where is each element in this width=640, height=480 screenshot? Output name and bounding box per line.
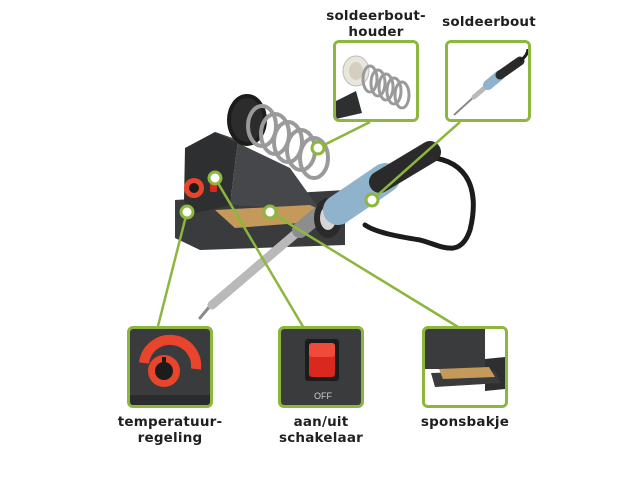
switch-detail-image: OFF xyxy=(281,329,361,405)
iron-holder xyxy=(227,94,330,180)
sponge-detail-image xyxy=(425,329,505,405)
callout-lines xyxy=(155,120,464,332)
label-iron: soldeerbout xyxy=(442,14,536,30)
label-holder: soldeerbout- houder xyxy=(326,8,426,40)
temperature-detail-panel xyxy=(127,326,213,408)
sponge-detail-panel xyxy=(422,326,508,408)
svg-text:OFF: OFF xyxy=(314,391,332,401)
label-switch: aan/uit schakelaar xyxy=(278,414,364,446)
iron-detail-panel xyxy=(445,40,531,122)
label-sponge: sponsbakje xyxy=(420,414,510,430)
holder-detail-image xyxy=(336,43,416,119)
label-temperature: temperatuur- regeling xyxy=(117,414,223,446)
power-cable xyxy=(362,154,476,251)
iron-detail-image xyxy=(448,43,528,119)
holder-detail-panel xyxy=(333,40,419,122)
switch-detail-panel: OFF xyxy=(278,326,364,408)
temperature-detail-image xyxy=(130,329,210,405)
